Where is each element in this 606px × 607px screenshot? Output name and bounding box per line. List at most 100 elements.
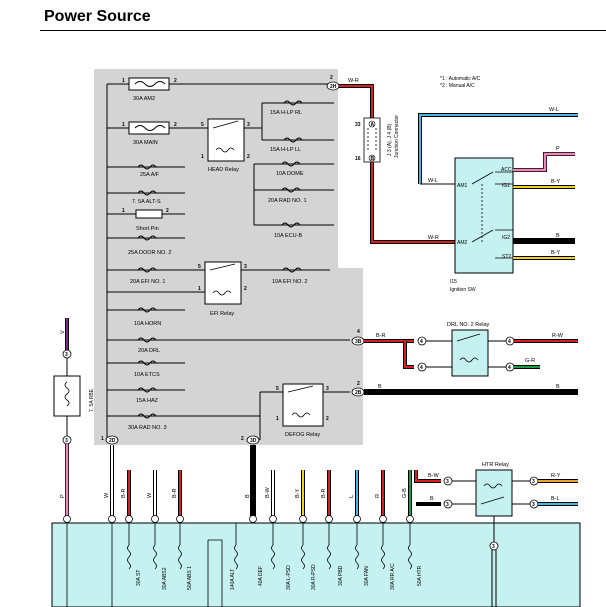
svg-text:1: 1 — [122, 78, 125, 84]
fuse-af-label: 25A A/F — [140, 172, 160, 178]
fuse-door2-label: 25A DOOR NO. 2 — [128, 250, 171, 256]
svg-text:2: 2 — [244, 286, 247, 292]
svg-text:2D: 2D — [109, 438, 116, 444]
svg-text:1: 1 — [198, 286, 201, 292]
ign-pin-ig1: IG1 — [502, 183, 510, 189]
wire-bw-htr: B-W — [428, 473, 440, 479]
title-rule — [40, 30, 606, 31]
svg-text:3: 3 — [446, 502, 449, 508]
junction-connector-label: Junction Connector — [394, 115, 400, 158]
svg-text:3: 3 — [247, 122, 250, 128]
fuse-haz-label: 15A HAZ — [136, 398, 159, 404]
ign-pin-st2: ST2 — [502, 254, 511, 260]
wire-br-1: B-R — [121, 489, 127, 499]
wire-by-ign2: B-Y — [551, 250, 561, 256]
svg-text:2: 2 — [174, 78, 177, 84]
svg-text:3B: 3B — [355, 339, 362, 345]
svg-text:2: 2 — [326, 416, 329, 422]
svg-text:2: 2 — [330, 75, 333, 81]
note-2: *2 : Manual A/C — [440, 83, 475, 89]
bottom-fuse-rpsd: 30A R-PSD — [311, 564, 317, 590]
fuse-horn-label: 10A HORN — [134, 321, 161, 327]
svg-text:3: 3 — [244, 264, 247, 270]
wire-gb: G-B — [402, 488, 408, 498]
fuse-alts-label: 7. 5A ALT-S — [132, 199, 161, 205]
svg-text:4: 4 — [420, 339, 423, 345]
svg-text:3: 3 — [65, 352, 68, 358]
svg-text:3: 3 — [492, 544, 495, 550]
svg-text:5: 5 — [198, 264, 201, 270]
wire-br-3: B-R — [321, 489, 327, 499]
svg-text:1: 1 — [201, 154, 204, 160]
fuse-rbe-label: 7. 5A RBE — [89, 388, 95, 412]
wire-b-ign: B — [556, 233, 560, 239]
defog-relay-label: DEFOG Relay — [285, 432, 320, 438]
svg-text:4: 4 — [357, 329, 360, 335]
svg-text:2H: 2H — [330, 84, 337, 90]
svg-text:4: 4 — [420, 365, 423, 371]
fuse-rad3-label: 30A RAD NO. 3 — [128, 425, 167, 431]
ign-pin-ig2: IG2 — [502, 235, 510, 241]
note-1: *1 : Automatic A/C — [440, 76, 481, 82]
wire-ry-htr: R-Y — [551, 473, 561, 479]
bottom-fuse-fan: 30A FAN — [364, 566, 370, 586]
bottom-fuse-abs1: 50A ABS 1 — [187, 566, 193, 590]
fuse-main-label: 30A MAIN — [133, 140, 158, 146]
svg-text:5: 5 — [201, 122, 204, 128]
svg-text:2: 2 — [166, 208, 169, 214]
ign-pin-am2: AM2 — [457, 240, 468, 246]
bottom-fuse-htr: 50A HTR — [417, 565, 423, 586]
svg-text:3: 3 — [65, 438, 68, 444]
svg-text:2: 2 — [174, 122, 177, 128]
wire-gr-drl: G-R — [525, 358, 535, 364]
svg-text:1: 1 — [122, 208, 125, 214]
wire-b-defog: B — [378, 384, 382, 390]
svg-text:A: A — [371, 122, 375, 128]
wire-p-left: P — [60, 494, 66, 498]
wire-w-2: W — [147, 492, 153, 498]
fuse-drl-label: 20A DRL — [138, 348, 160, 354]
ign-pin-am1: AM1 — [457, 183, 468, 189]
drl-no2-relay — [451, 329, 489, 377]
ign-id-label: I15 — [450, 279, 457, 285]
fuse-efi1-label: 20A EFI NO. 1 — [130, 279, 165, 285]
wire-v: V — [60, 330, 66, 334]
svg-text:3: 3 — [326, 386, 329, 392]
svg-text:3: 3 — [532, 479, 535, 485]
wire-l: L — [349, 495, 355, 498]
htr-relay — [475, 469, 513, 517]
wire-by-ign1: B-Y — [551, 179, 561, 185]
bottom-fuse-pbd: 30A PBD — [338, 565, 344, 586]
svg-text:33: 33 — [355, 122, 361, 128]
bottom-fuse-block — [51, 522, 581, 607]
fuse-efi2-label: 10A EFI NO. 2 — [272, 279, 307, 285]
bottom-fuse-lpsd: 30A L-PSD — [286, 565, 292, 590]
fuse-hlp-rl-label: 15A H-LP RL — [270, 110, 302, 116]
wire-p-ign: P — [556, 146, 560, 152]
bottom-fuse-def: 40A DEF — [258, 566, 264, 586]
svg-text:2: 2 — [357, 381, 360, 387]
svg-text:5: 5 — [276, 386, 279, 392]
bottom-fuse-rrac: 30A RR A/C — [390, 563, 396, 590]
wire-b-right: B — [556, 384, 560, 390]
wire-bw: B-W — [265, 487, 271, 499]
svg-text:4: 4 — [508, 339, 511, 345]
wire-br-2: B-R — [172, 489, 178, 499]
svg-text:2: 2 — [241, 436, 244, 442]
wire-wr-top: W-R — [348, 78, 359, 84]
bottom-fuse-alt: 140A ALT — [230, 569, 236, 590]
htr-relay-label: HTR Relay — [482, 462, 509, 468]
fuse-ecub-label: 10A ECU-B — [274, 233, 302, 239]
svg-text:3D: 3D — [250, 438, 257, 444]
wire-bl-htr: B-L — [551, 496, 560, 502]
bottom-fuse-abs2: 30A ABS2 — [162, 567, 168, 590]
fuse-etcs-label: 10A ETCS — [134, 372, 160, 378]
efi-relay-label: EFI Relay — [210, 311, 234, 317]
page-title: Power Source — [44, 8, 151, 25]
fuse-rad1-label: 20A RAD NO. 1 — [268, 198, 307, 204]
wire-r: R — [375, 494, 381, 498]
svg-text:16: 16 — [355, 156, 361, 162]
svg-text:4: 4 — [508, 365, 511, 371]
ign-pin-acc: ACC — [501, 167, 512, 173]
